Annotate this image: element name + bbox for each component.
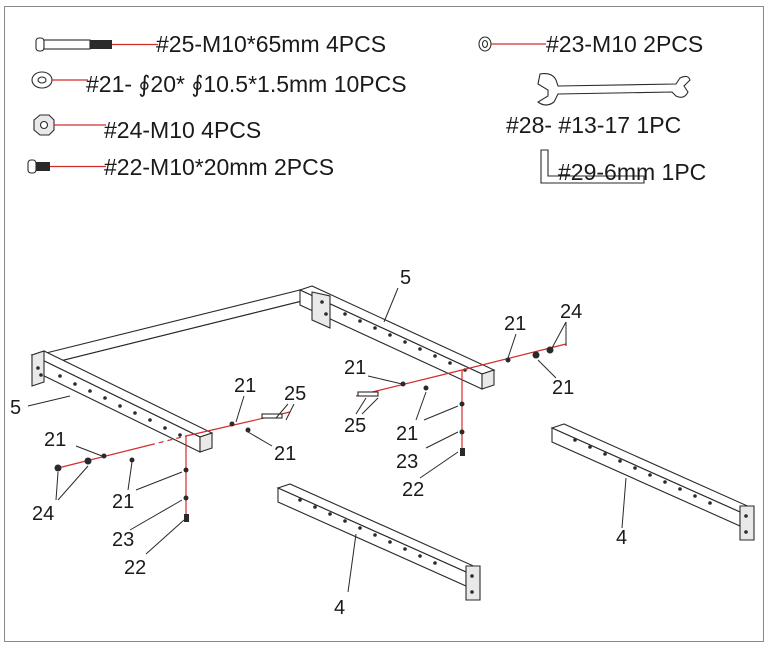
bolt-22-icon [27,159,106,174]
callout-22-left: 22 [124,557,146,579]
callout-21-left-b: 21 [274,443,296,465]
flat-washer-21-icon [31,71,88,89]
part-24-label: #24-M10 4PCS [104,117,261,143]
leader-lines [27,287,627,593]
part-28-label: #28- #13-17 1PC [506,112,681,138]
upright-4-center [276,483,481,601]
callout-4-center: 4 [334,597,345,619]
callout-5-top: 5 [400,267,411,289]
lock-washer-23-icon [478,36,546,52]
callout-24-right: 24 [560,301,582,323]
wrench-28-icon [537,73,691,106]
callout-4-right: 4 [616,527,627,549]
rear-crossbar [33,289,307,367]
part-25-label: #25-M10*65mm 4PCS [156,31,386,57]
part-29-label: #29-6mm 1PC [558,159,706,185]
allen-key-29-icon [540,149,645,184]
diagram-frame [4,6,764,642]
left-side-member-5 [30,350,214,453]
callout-21-right-d: 21 [396,423,418,445]
callout-21-left-a: 21 [234,375,256,397]
callout-21-right-c: 21 [344,357,366,379]
part-21-label: #21- ∮20* ∮10.5*1.5mm 10PCS [86,71,407,97]
callout-5-left: 5 [10,397,21,419]
nut-24-icon [33,114,106,136]
callout-23-left: 23 [112,529,134,551]
callout-21-right-a: 21 [504,313,526,335]
part-22-label: #22-M10*20mm 2PCS [104,154,334,180]
callout-21-left-c: 21 [44,429,66,451]
callout-23-right: 23 [396,451,418,473]
callout-21-right-b: 21 [552,377,574,399]
right-hardware-lines [355,343,567,456]
part-23-label: #23-M10 2PCS [546,31,703,57]
callout-25-left: 25 [284,383,306,405]
left-hardware-lines [54,411,291,522]
right-side-member-5 [298,285,496,390]
callout-22-right: 22 [402,479,424,501]
bolt-25-icon [35,37,158,52]
callout-21-left-d: 21 [112,491,134,513]
callout-25-right: 25 [344,415,366,437]
upright-4-right [550,423,755,541]
callout-24-left: 24 [32,503,54,525]
